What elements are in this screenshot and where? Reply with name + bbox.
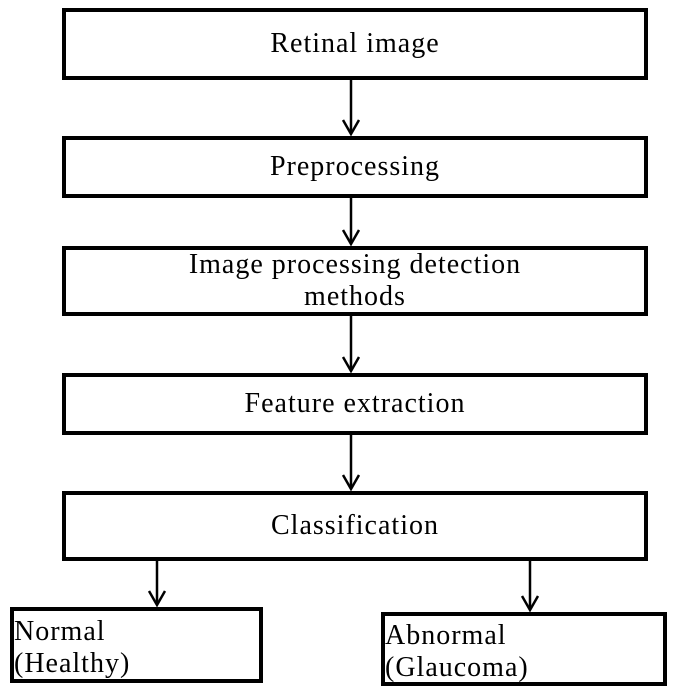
node-label: Classification [271, 509, 439, 541]
node-label-line-2: methods [304, 281, 406, 312]
node-label-line-1: Abnormal [385, 619, 507, 651]
node-feature-extraction: Feature extraction [62, 373, 648, 435]
arrow-retinal-to-preprocessing [341, 80, 361, 137]
node-abnormal-glaucoma: Abnormal (Glaucoma) [381, 612, 667, 686]
node-label: Retinal image [270, 27, 440, 59]
node-retinal-image: Retinal image [62, 8, 648, 80]
node-classification: Classification [62, 491, 648, 561]
node-preprocessing: Preprocessing [62, 136, 648, 198]
arrow-classification-to-normal [147, 561, 167, 608]
node-label-line-1: Image processing detection [188, 248, 522, 280]
arrow-detection-to-feature [341, 316, 361, 374]
arrow-preprocessing-to-detection [341, 198, 361, 247]
node-label: Feature extraction [244, 387, 466, 419]
node-label-line-2: (Healthy) [14, 648, 131, 679]
arrow-feature-to-classification [341, 435, 361, 492]
node-normal-healthy: Normal (Healthy) [10, 607, 263, 683]
arrow-classification-to-abnormal [520, 561, 540, 613]
node-label: Preprocessing [269, 150, 441, 182]
node-image-processing-detection-methods: Image processing detection methods [62, 246, 648, 316]
node-label-line-1: Normal [14, 615, 106, 647]
node-label-line-2: (Glaucoma) [385, 652, 529, 683]
